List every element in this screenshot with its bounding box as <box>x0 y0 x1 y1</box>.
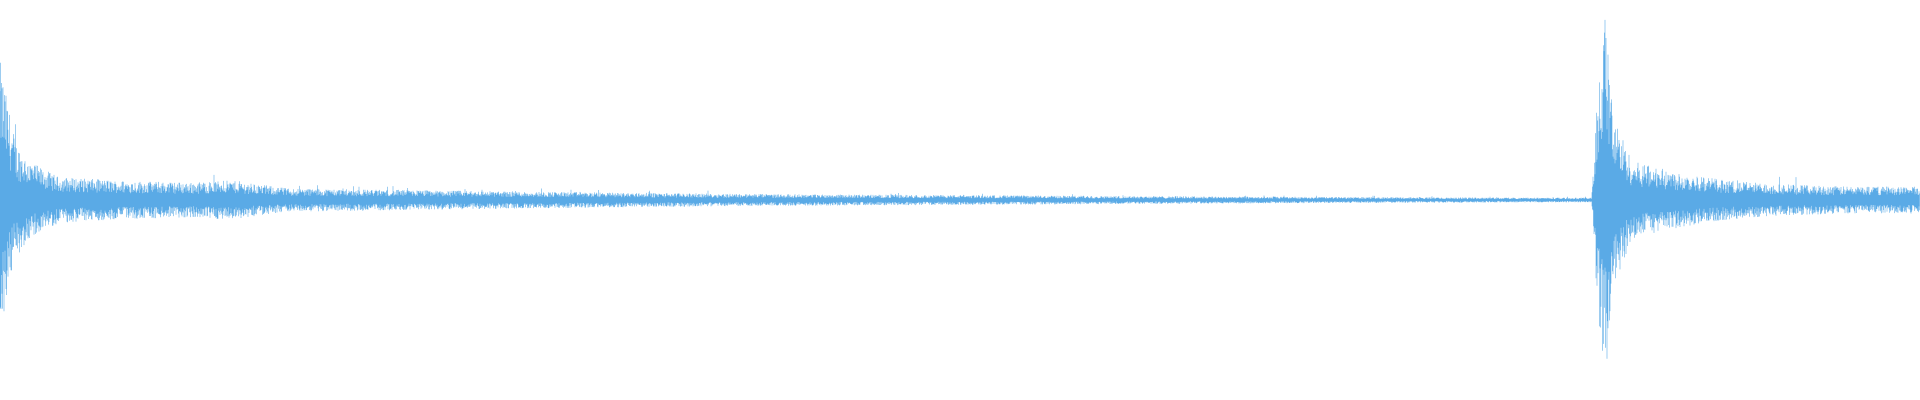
waveform-peaks <box>0 19 1920 359</box>
waveform-trace <box>0 19 1920 359</box>
